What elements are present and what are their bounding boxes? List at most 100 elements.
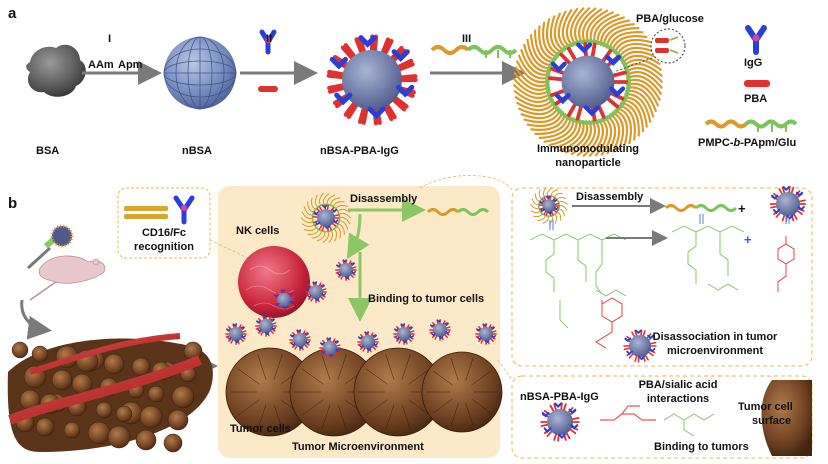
rb-tumor-surface-line1: Tumor cell: [738, 401, 793, 413]
tumor-texture: [471, 398, 492, 414]
panel-a-label: a: [8, 5, 17, 22]
bound-particle-9: [273, 289, 295, 311]
tissue-cell: [167, 409, 189, 431]
polymer-prefix: PMPC-: [698, 137, 734, 149]
immunomodulating-nanoparticle: [512, 6, 664, 158]
rb-nbsa-label: nBSA-PBA-IgG: [520, 391, 599, 403]
tissue-cell: [171, 385, 195, 409]
tme-to-binding-leader: [497, 359, 513, 381]
rt-released-polymer: [664, 204, 738, 212]
bound-particle-2: [255, 315, 277, 337]
tumor-texture: [465, 403, 474, 427]
immuno-np-shell: [512, 6, 664, 158]
nbsa-mesh: [163, 36, 237, 110]
tumor-texture: [273, 404, 283, 430]
tumor-texture: [385, 404, 395, 430]
tissue-cell: [135, 429, 157, 451]
tumor-texture: [401, 354, 411, 380]
pba-glucose-label: PBA/glucose: [636, 13, 704, 25]
tissue-cell: [147, 385, 165, 403]
tumor-texture: [385, 354, 395, 380]
tissue-cell: [63, 421, 81, 439]
legend-igg-label: IgG: [744, 57, 763, 69]
nk-cells-label: NK cells: [236, 225, 280, 237]
tissue-cell: [11, 341, 29, 359]
tumor-texture: [450, 403, 459, 427]
step-3-label: III: [462, 33, 472, 45]
zoom-pba-mark-2: [655, 48, 669, 53]
tumor-texture: [337, 404, 347, 430]
legend-igg-icon: [745, 25, 767, 55]
tumor-texture: [321, 404, 331, 430]
chem-structure-left: [529, 233, 627, 329]
binding-box: [511, 375, 813, 459]
polymer-italic: b: [733, 137, 741, 149]
injected-nanoparticle: [50, 224, 74, 248]
step-2-label: II: [266, 33, 273, 45]
tumor-cells-row: [225, 347, 503, 437]
chem-plus-sign: +: [744, 232, 752, 247]
tumor-texture: [465, 357, 474, 381]
rt-disassembly-label: Disassembly: [576, 191, 644, 203]
tumor-texture: [273, 354, 283, 380]
polymer-chain-step3: [430, 45, 518, 58]
bound-particle-10: [305, 281, 327, 303]
rt-immuno-np: [530, 187, 568, 225]
blood-vessel-1: [8, 355, 202, 425]
bound-particle-5: [357, 331, 379, 353]
blood-vessel-2: [29, 333, 181, 375]
released-polymer: [426, 208, 490, 216]
tumor-texture: [337, 354, 347, 380]
nbsa-pba-igg-particle: [326, 34, 418, 126]
tissue-cell: [87, 421, 111, 445]
tissue-cell: [139, 405, 163, 429]
tumor-texture: [432, 398, 453, 414]
tissue-cell: [163, 433, 183, 453]
tumor-cells-label: Tumor cells: [230, 423, 291, 435]
bound-particle-1: [225, 323, 247, 345]
tumor-texture: [301, 368, 324, 385]
tumor-texture: [301, 399, 324, 416]
binding-to-tumor-label: Binding to tumor cells: [368, 293, 485, 305]
immuno-label-line2: nanoparticle: [555, 157, 621, 169]
disassembly-to-particle-arrow: [346, 213, 370, 260]
rb-chem-sialic: [663, 413, 715, 437]
nbsa-label: nBSA: [182, 145, 212, 157]
cd16-line1: CD16/Fc: [141, 227, 187, 239]
legend-pba-icon: [744, 80, 770, 87]
legend-polymer-icon: [704, 119, 798, 132]
tumor-texture: [237, 368, 260, 385]
tme-label: Tumor Microenvironment: [292, 441, 424, 453]
tissue-cell: [95, 401, 113, 419]
tissue-cell: [31, 345, 49, 363]
nk-cell: [238, 246, 310, 318]
nbsa-pba-igg-core: [326, 34, 418, 126]
tissue-cell: [131, 357, 151, 377]
tme-immuno-np: [300, 193, 352, 243]
disassociation-particles: [530, 185, 807, 442]
tumor-texture: [257, 354, 267, 380]
tme-to-box-leader: [419, 175, 513, 191]
rb-pba-sialic-line1: PBA/sialic acid: [638, 379, 718, 391]
rt-immuno-np-core: [538, 195, 560, 217]
panel-b-label: b: [8, 195, 18, 212]
rt-bound-particle: [623, 329, 657, 363]
tissue-cell: [35, 417, 55, 437]
tumor-texture: [257, 404, 267, 430]
rt-plus: +: [738, 201, 746, 216]
bsa-protein-blob: [26, 44, 86, 97]
tumor-texture: [471, 370, 492, 386]
legend-polymer-label: PMPC-b-PApm/Glu: [698, 138, 796, 149]
bound-particle-11: [335, 259, 357, 281]
chem-structure-pba: [777, 236, 795, 292]
rt-caption-line2: microenvironment: [667, 345, 763, 357]
tissue-cell: [183, 341, 203, 361]
tumor-cell-surface: [761, 380, 812, 456]
bound-particle-3: [289, 329, 311, 351]
bound-particles: [225, 193, 497, 359]
tumor-texture: [365, 399, 388, 416]
tme-immuno-np-core: [312, 204, 340, 232]
rb-tumor-surface-line2: surface: [752, 415, 792, 427]
bound-particle-8: [475, 323, 497, 345]
